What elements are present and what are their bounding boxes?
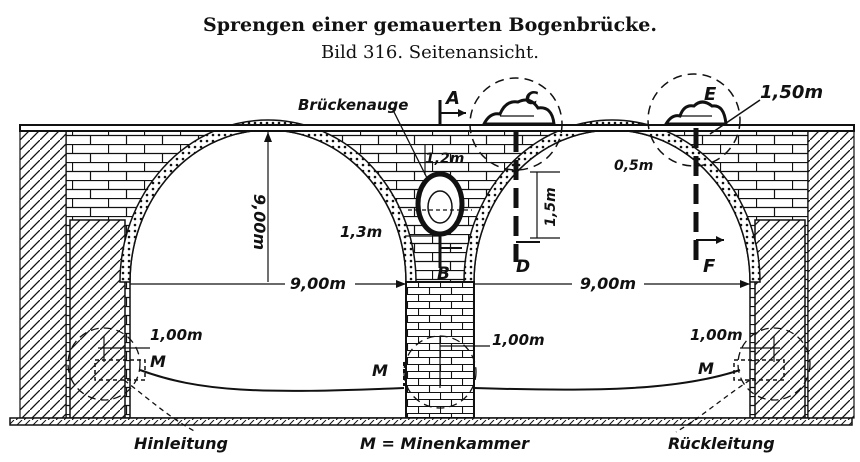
right-mine-zone [737,327,811,401]
right-mine-chamber [733,359,785,381]
dim-pier-charge: 1,00m [492,331,545,349]
road-deck [19,124,855,132]
dim-left-charge: 1,00m [150,326,203,344]
right-abutment [754,219,806,419]
section-d-label: D [516,257,530,277]
bridge-eye-charge [427,190,453,224]
mark-m-left: M [150,352,166,371]
section-e-circle [647,73,741,167]
dim-height: 9,00m [250,194,269,250]
figure-subtitle: Bild 316. Seitenansicht. [321,42,539,63]
label-hinleitung: Hinleitung [134,434,228,453]
section-c-label: C [525,88,539,109]
left-mine-zone [67,327,141,401]
ground-line [9,417,853,426]
section-e-label: E [704,84,717,105]
left-mine-chamber [94,359,146,381]
ignition-lead-right [473,369,741,391]
dim-span-right: 9,00m [580,274,636,293]
dim-1-2: 1,2m [425,151,464,167]
dim-1-5: 1,5m [543,187,559,226]
section-c-circle [469,77,563,171]
ignition-lead-left [139,369,405,392]
section-b-label: B [437,264,450,284]
left-embankment [19,130,67,419]
label-rueckleitung: Rückleitung [668,434,775,453]
mark-m-pier: M [372,361,388,380]
mark-m-right: M [698,359,714,378]
section-f-label: F [703,256,716,277]
figure-title: Sprengen einer gemauerten Bogenbrücke. [203,14,657,36]
dim-1-3: 1,3m [340,223,382,241]
section-e-charge [663,100,728,126]
legend-minenkammer: M = Minenkammer [360,434,530,453]
bridge-eye-label: Brückenauge [298,96,408,114]
section-a-label: A [444,88,460,109]
right-arch-ring [463,119,761,283]
dim-1-50: 1,50m [760,82,823,103]
dim-0-5: 0,5m [614,158,653,174]
lead-out-right [675,379,751,433]
dim-right-charge: 1,00m [690,326,743,344]
section-c-charge [481,98,556,126]
dim-span-left: 9,00m [290,274,346,293]
right-embankment [807,130,855,419]
lead-out-left [123,379,197,433]
